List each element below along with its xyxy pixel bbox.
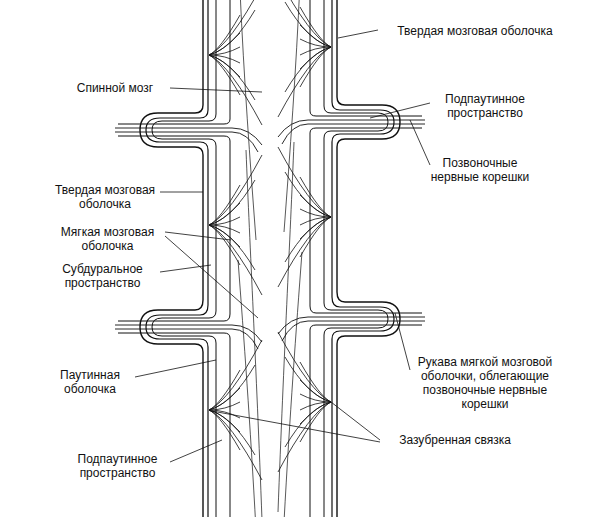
anatomy-label: Позвоночные нервные корешки xyxy=(430,156,530,184)
anatomy-label: Твердая мозговая оболочка xyxy=(375,24,575,38)
anatomy-label: Спинной мозг xyxy=(60,81,170,95)
anatomy-label: Подпаутинное пространство xyxy=(60,452,175,480)
anatomy-label: Подпаутинное пространство xyxy=(430,92,540,120)
anatomy-label: Паутинная оболочка xyxy=(45,368,135,396)
anatomy-label: Субдуральное пространство xyxy=(45,262,160,290)
anatomy-label: Рукава мягкой мозговой оболочки, облегаю… xyxy=(410,355,560,411)
anatomy-label: Мягкая мозговая оболочка xyxy=(50,225,165,253)
left-meninges xyxy=(115,0,262,517)
leader-lines xyxy=(135,30,430,462)
anatomy-label: Зазубренная связка xyxy=(380,433,530,447)
anatomy-label: Твердая мозговая оболочка xyxy=(50,183,160,211)
